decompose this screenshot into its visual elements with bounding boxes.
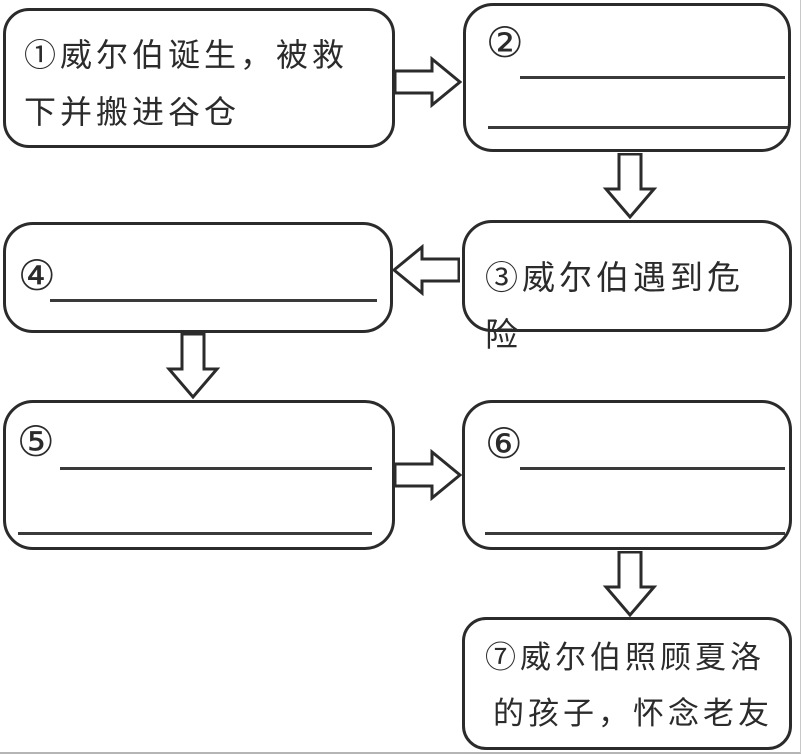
flow-box-2: ② [463, 3, 791, 152]
flow-box-7: ⑦威尔伯照顾夏洛 的孩子，怀念老友 [462, 617, 792, 750]
flow-box-3-text: ③威尔伯遇到危险 [485, 249, 779, 363]
flow-box-5: ⑤ [3, 400, 395, 550]
blank-line [18, 532, 372, 535]
arrow-down-2-to-3-icon [602, 153, 658, 219]
flow-box-7-line1: ⑦威尔伯照顾夏洛 [485, 640, 765, 676]
arrow-down-4-to-5-icon [165, 333, 221, 399]
blank-line [488, 126, 788, 129]
blank-line [520, 467, 785, 470]
blank-line [485, 532, 785, 535]
flow-box-1-text: ①威尔伯诞生，被救 下并搬进谷仓 [24, 27, 382, 141]
arrow-left-3-to-4-icon [392, 244, 460, 296]
flow-box-4-number: ④ [18, 251, 56, 300]
arrow-down-6-to-7-icon [602, 551, 658, 617]
flow-box-3-line1: ③威尔伯遇到危险 [485, 258, 744, 354]
arrow-right-5-to-6-icon [394, 449, 462, 501]
flow-box-6: ⑥ [462, 400, 792, 550]
flow-box-7-text: ⑦威尔伯照顾夏洛 的孩子，怀念老友 [485, 630, 779, 742]
flow-box-7-line2: 的孩子，怀念老友 [493, 696, 773, 732]
flow-box-1-line2: 下并搬进谷仓 [24, 93, 241, 131]
flow-box-6-number: ⑥ [485, 419, 523, 468]
flow-box-2-number: ② [486, 18, 524, 67]
flow-box-1-line1: ①威尔伯诞生，被救 [24, 36, 349, 74]
blank-line [60, 467, 372, 470]
flow-box-4: ④ [3, 222, 393, 333]
flow-box-3: ③威尔伯遇到危险 [462, 220, 792, 354]
flow-box-5-number: ⑤ [17, 417, 55, 466]
blank-line [520, 76, 785, 79]
arrow-right-1-to-2-icon [394, 56, 462, 108]
blank-line [50, 299, 377, 302]
flow-box-1: ①威尔伯诞生，被救 下并搬进谷仓 [3, 8, 395, 148]
